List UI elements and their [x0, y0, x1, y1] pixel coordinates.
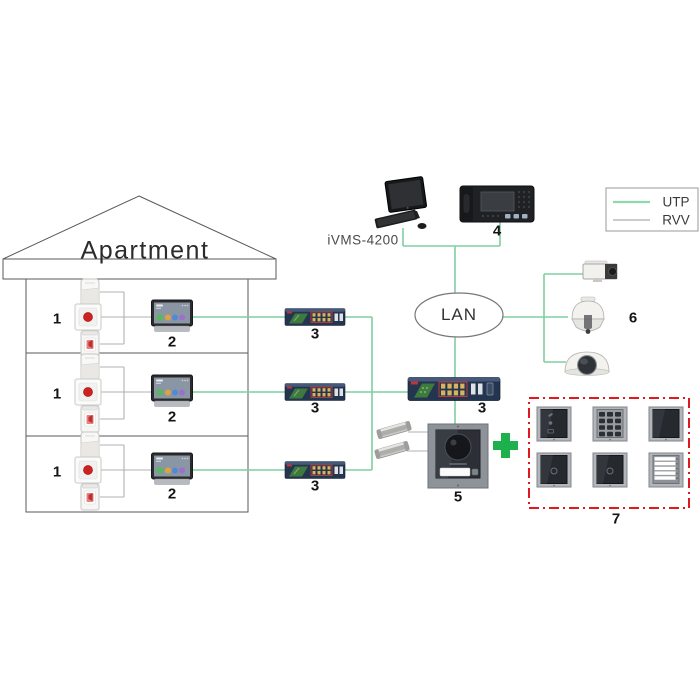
rvv-line: [100, 291, 152, 345]
sounder-icon: [80, 330, 100, 358]
panic-button-icon: [74, 303, 102, 331]
card-reader-module-icon: [536, 452, 572, 488]
indoor-station-label-floor3: 2: [167, 485, 177, 503]
indoor-monitor-icon: [151, 299, 193, 332]
rvv-line: [100, 444, 152, 498]
utp-line: [345, 316, 408, 471]
apartment-title: Apartment: [80, 236, 210, 265]
ptz-camera-icon: [571, 296, 605, 334]
door-station-label: 5: [453, 488, 463, 506]
legend: [605, 187, 699, 232]
utp-line: [503, 273, 583, 363]
display-module-icon: [648, 406, 684, 442]
apartment-building: [2, 195, 277, 513]
sounder-icon: [80, 483, 100, 511]
house-body: [25, 278, 249, 513]
box-camera-icon: [582, 260, 618, 282]
motion-sensor-icon: [80, 278, 100, 306]
lan-ellipse: [414, 292, 504, 338]
master-station-icon: [459, 185, 535, 223]
utp-wiring: [193, 222, 583, 471]
rvv-line: [100, 366, 152, 420]
keypad-module-icon: [592, 406, 628, 442]
sounder-icon: [80, 405, 100, 433]
panic-button-icon: [74, 456, 102, 484]
plus-icon: [493, 433, 518, 458]
cameras-label: 6: [628, 309, 638, 327]
modules-label: 7: [611, 510, 621, 528]
main-switch-icon: [407, 377, 501, 401]
legend-rvv-label: RVV: [662, 212, 690, 228]
software-label: iVMS-4200: [327, 232, 399, 248]
indoor-monitor-icon: [151, 374, 193, 407]
legend-utp-label: UTP: [662, 194, 690, 210]
utp-line: [402, 222, 501, 247]
indoor-monitor-icon: [151, 452, 193, 485]
main-switch-label: 3: [477, 399, 487, 417]
sensors-label-floor3: 1: [52, 463, 62, 481]
maglock-icon: [373, 440, 411, 460]
dome-camera-icon: [564, 351, 610, 376]
sensors-label-floor2: 1: [52, 385, 62, 403]
switch-icon: [284, 461, 346, 479]
lan-label: LAN: [440, 305, 478, 324]
rvv-line: [407, 431, 428, 452]
indicator-module-icon: [536, 406, 572, 442]
motion-sensor-icon: [80, 431, 100, 459]
legend-box: [605, 187, 699, 232]
switch-label-floor1: 3: [310, 325, 320, 343]
switch-icon: [284, 383, 346, 401]
switch-label-floor3: 3: [310, 477, 320, 495]
maglock-icon: [375, 420, 413, 440]
panic-button-icon: [74, 378, 102, 406]
nametag-module-icon: [648, 452, 684, 488]
computer-icon: [374, 176, 428, 229]
indoor-station-label-floor2: 2: [167, 408, 177, 426]
switch-icon: [284, 308, 346, 326]
module-group: [536, 406, 684, 488]
door-station-icon: [427, 423, 489, 489]
roof-eave: [2, 258, 277, 280]
switch-label-floor2: 3: [310, 399, 320, 417]
master-station-label: 4: [492, 222, 502, 240]
modules-box: [528, 397, 690, 509]
motion-sensor-icon: [80, 353, 100, 381]
utp-line: [193, 316, 285, 471]
rvv-wiring: [100, 291, 428, 498]
sensors-label-floor1: 1: [52, 310, 62, 328]
indoor-station-label-floor1: 2: [167, 333, 177, 351]
card-reader-module-icon: [592, 452, 628, 488]
